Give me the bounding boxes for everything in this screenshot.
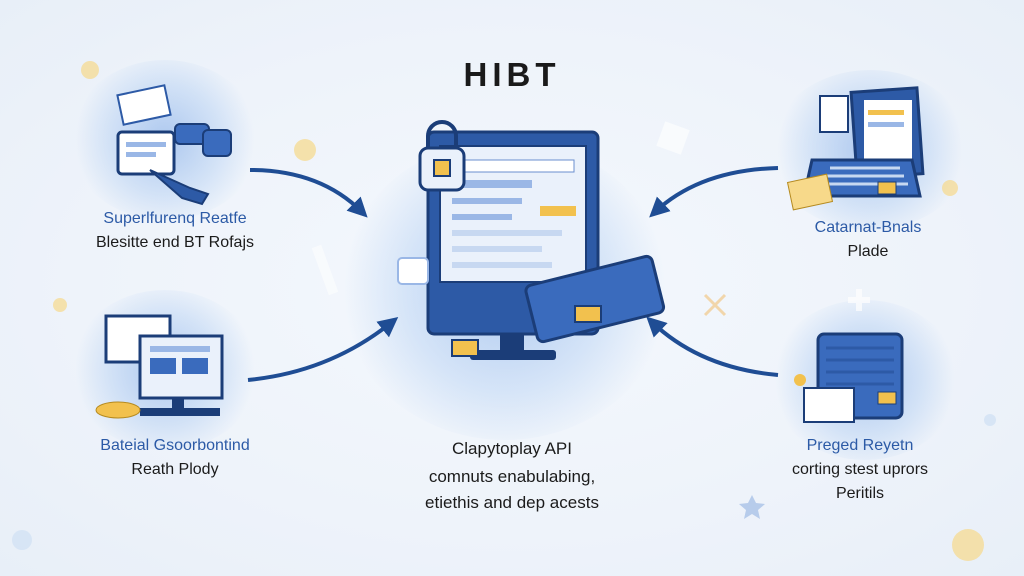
node-top-right-title: Catarnat-Bnals xyxy=(814,219,922,236)
central-monitor-illustration xyxy=(397,120,666,360)
arrow-bottom-right xyxy=(646,316,779,377)
bottom-left-illustration xyxy=(95,314,224,419)
node-center-line2: comnuts enabulabing, xyxy=(428,467,596,486)
node-bottom-left-subtitle: Reath Plody xyxy=(131,461,219,478)
node-center-title: Clapytoplay API xyxy=(451,439,572,458)
top-left-illustration xyxy=(116,84,232,206)
diagram-title: HIBT xyxy=(463,56,561,93)
node-bottom-right-line2: corting stest uprors xyxy=(791,461,929,478)
node-top-left-subtitle: Blesitte end BT Rofajs xyxy=(95,234,254,251)
node-label-top-left: Superlfurenq Reatfe Blesitte end BT Rofa… xyxy=(60,207,290,255)
arrow-top-right xyxy=(649,166,779,218)
node-label-bottom-right: Preged Reyetn corting stest uprors Perit… xyxy=(750,434,970,506)
node-label-bottom-left: Bateial Gsoorbontind Reath Plody xyxy=(60,434,290,482)
node-label-center: Clapytoplay API comnuts enabulabing, eti… xyxy=(382,434,642,516)
node-top-right-subtitle: Plade xyxy=(847,243,889,260)
top-right-illustration xyxy=(786,86,925,211)
arrow-top-left xyxy=(249,168,368,218)
node-top-left-title: Superlfurenq Reatfe xyxy=(103,210,247,227)
node-bottom-right-line3: Peritils xyxy=(835,485,884,502)
node-label-top-right: Catarnat-Bnals Plade xyxy=(758,216,978,264)
sparkle-decorations xyxy=(12,61,996,561)
node-bottom-left-title: Bateial Gsoorbontind xyxy=(100,437,250,454)
arrow-bottom-left xyxy=(247,316,399,382)
node-bottom-right-title: Preged Reyetn xyxy=(806,437,914,454)
bottom-right-illustration xyxy=(794,332,904,423)
node-center-line3: etiethis and dep acests xyxy=(425,493,599,512)
